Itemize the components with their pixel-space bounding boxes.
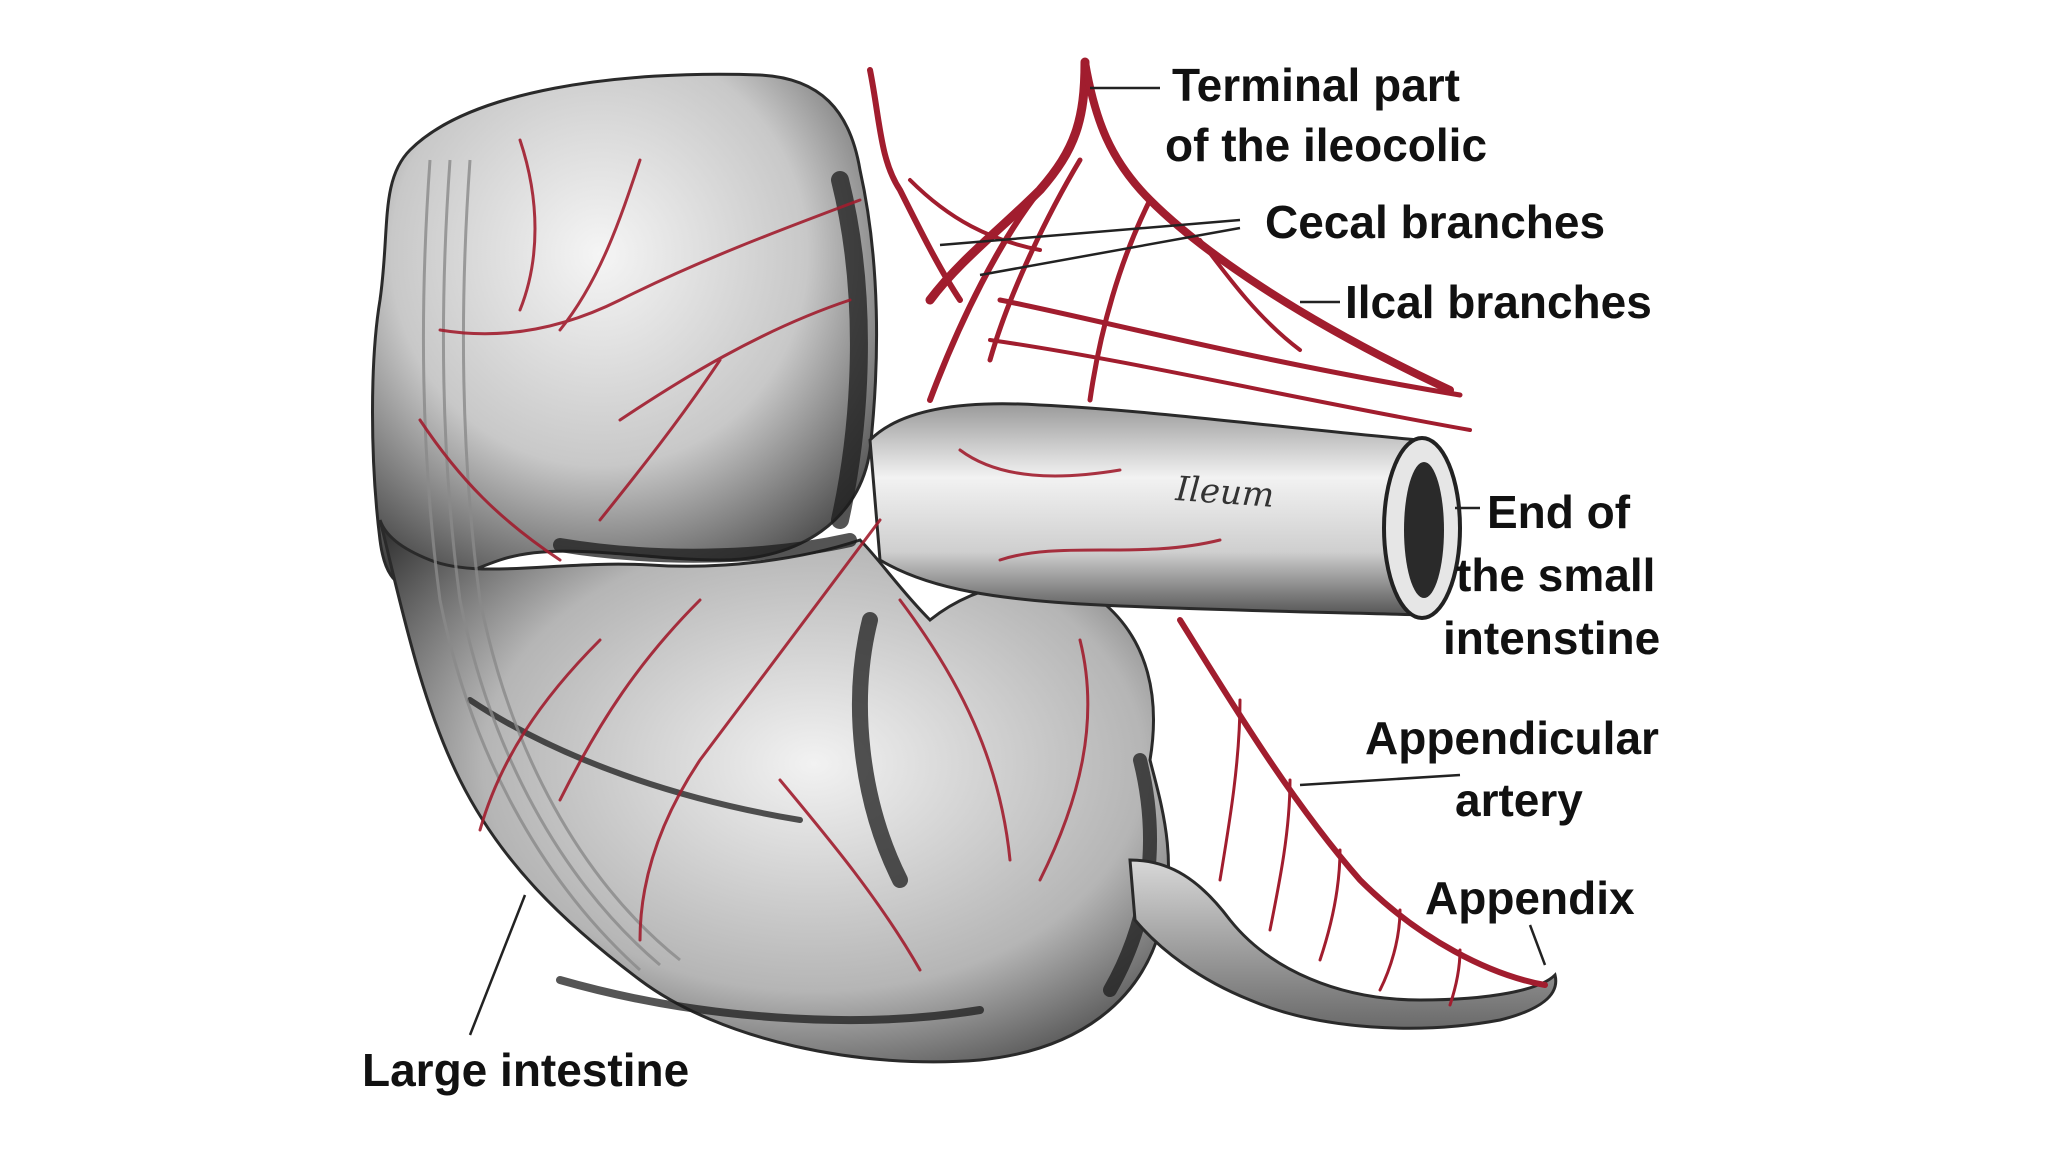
ileum-opening-lumen [1404,462,1444,598]
label-end-small-intestine-line2: the small [1456,549,1656,601]
label-appendicular-artery-line2: artery [1455,774,1583,826]
surface-vessels [418,138,1222,972]
label-terminal-ileocolic-line1: Terminal part [1172,59,1460,111]
ileum-script-label: Ileum [1173,469,1275,516]
leader-lines [468,86,1547,1036]
label-cecal-branches: Cecal branches [1265,196,1606,248]
label-terminal-ileocolic-line2: of the ileocolic [1165,119,1488,171]
appendicular-artery [1177,617,1548,1007]
label-large-intestine: Large intestine [362,1044,690,1096]
ileocolic-arteries [867,57,1472,432]
label-ileal-branches: Ilcal branches [1345,276,1652,328]
taenia-coli [421,159,681,972]
label-end-small-intestine-line1: End of [1487,486,1631,538]
ileum [868,402,1427,617]
appendix [1128,858,1558,1030]
label-appendix: Appendix [1425,872,1635,924]
large-intestine-lower [378,519,1171,1064]
label-appendicular-artery-line1: Appendicular [1365,712,1659,764]
label-end-small-intestine-line3: intenstine [1443,612,1661,664]
